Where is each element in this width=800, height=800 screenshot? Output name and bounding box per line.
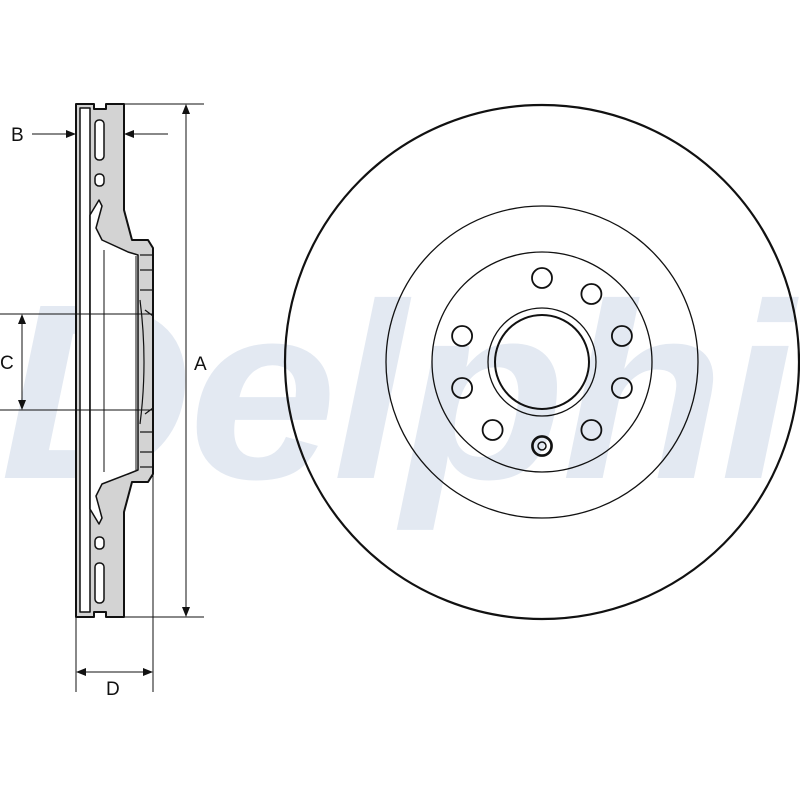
bolt-hole [580,283,603,305]
bolt-hole [481,419,504,441]
bolt-hole-ring [451,267,633,457]
dimension-lines [0,103,204,692]
dimension-label-c: C [0,353,14,374]
bolt-hole [611,377,633,399]
bolt-hole [451,377,474,399]
hat-edge [431,251,653,473]
centre-bore [494,314,590,410]
bolt-hole [531,435,553,457]
centre-bore-outer [487,307,597,417]
dimension-label-d: D [106,679,120,700]
dimension-label-b: B [11,125,24,146]
front-view [283,103,800,621]
locator-hole [532,436,552,456]
bolt-hole [451,325,474,347]
bolt-hole [611,325,633,347]
side-view [75,103,154,618]
dimension-arrows [18,104,190,676]
disc-outer-edge [283,103,800,621]
bolt-hole [580,419,603,441]
friction-inner-edge [385,205,699,519]
friction-face [79,107,91,613]
dimension-label-a: A [194,354,207,375]
hat-pocket [89,199,139,525]
bolt-hole [531,267,553,289]
